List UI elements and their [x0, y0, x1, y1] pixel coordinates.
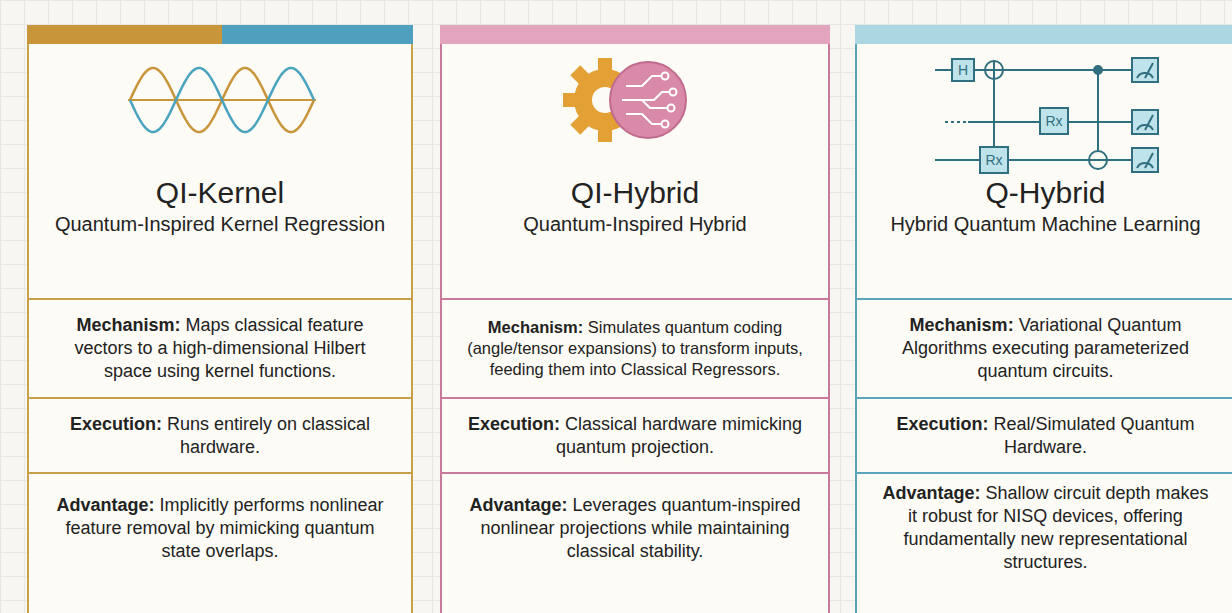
- card-title: QI-Kernel: [39, 175, 401, 211]
- card-section: Mechanism: Maps classical feature vector…: [29, 298, 411, 397]
- card-section: Mechanism: Variational Quantum Algorithm…: [857, 298, 1232, 397]
- section-text: Advantage: Implicitly performs nonlinear…: [51, 494, 389, 563]
- section-text: Advantage: Leverages quantum-inspired no…: [464, 494, 806, 563]
- comparison-card: QI-HybridQuantum-Inspired HybridMechanis…: [440, 25, 830, 613]
- card-section: Advantage: Shallow circuit depth makes i…: [857, 472, 1232, 582]
- card-title: Q-Hybrid: [867, 175, 1224, 211]
- comparison-card: QI-KernelQuantum-Inspired Kernel Regress…: [27, 25, 413, 613]
- section-text: Advantage: Shallow circuit depth makes i…: [879, 482, 1212, 574]
- section-text: Execution: Classical hardware mimicking …: [464, 413, 806, 459]
- section-text: Mechanism: Simulates quantum coding (ang…: [464, 317, 806, 380]
- card-section: Advantage: Implicitly performs nonlinear…: [29, 472, 411, 582]
- gate-label: H: [952, 62, 974, 78]
- section-text: Execution: Runs entirely on classical ha…: [51, 413, 389, 459]
- section-text: Mechanism: Variational Quantum Algorithm…: [879, 314, 1212, 383]
- card-title: QI-Hybrid: [452, 175, 818, 211]
- gate-label: Rx: [980, 152, 1008, 168]
- card-subtitle: Quantum-Inspired Kernel Regression: [49, 211, 391, 237]
- card-section: Mechanism: Simulates quantum coding (ang…: [442, 298, 828, 397]
- card-subtitle: Quantum-Inspired Hybrid: [462, 211, 808, 237]
- section-text: Execution: Real/Simulated Quantum Hardwa…: [879, 413, 1212, 459]
- comparison-card: Q-HybridHybrid Quantum Machine LearningM…: [855, 25, 1232, 613]
- gate-label: Rx: [1040, 113, 1068, 129]
- card-section: Advantage: Leverages quantum-inspired no…: [442, 472, 828, 582]
- card-section: Execution: Classical hardware mimicking …: [442, 397, 828, 472]
- section-text: Mechanism: Maps classical feature vector…: [51, 314, 389, 383]
- card-section: Execution: Real/Simulated Quantum Hardwa…: [857, 397, 1232, 472]
- card-subtitle: Hybrid Quantum Machine Learning: [877, 211, 1214, 237]
- card-section: Execution: Runs entirely on classical ha…: [29, 397, 411, 472]
